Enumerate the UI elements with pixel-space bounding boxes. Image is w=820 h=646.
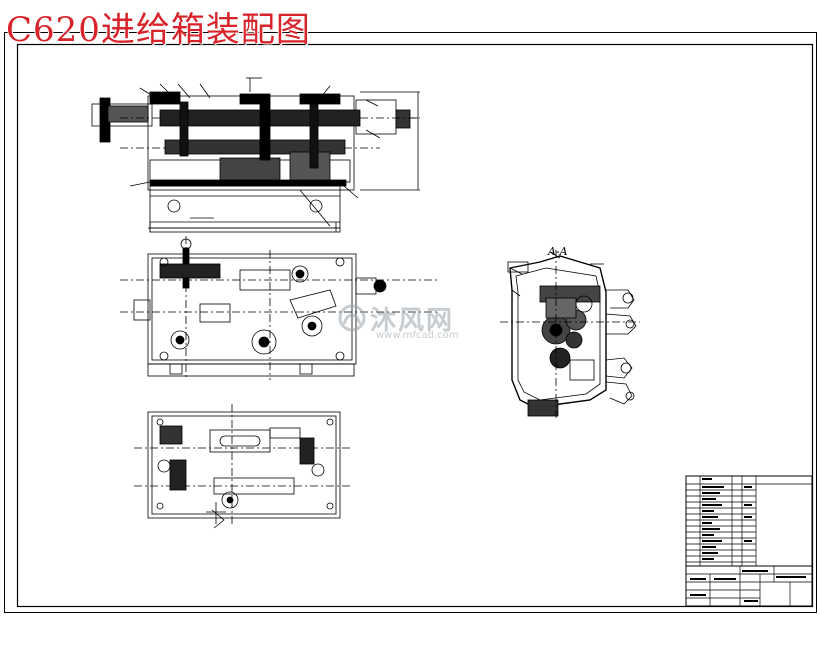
watermark-text: 沐风网 [370,306,455,336]
mfcad-logo-icon [338,304,366,332]
section-label: A-A [547,245,568,258]
front-view [91,77,420,233]
watermark-url: www.mfcad.com [376,330,459,341]
bottom-view [134,404,350,529]
title-block [685,475,813,607]
section-view-a-a [500,250,640,420]
outer-border [4,32,817,613]
title-block-marks [690,478,806,602]
drawing-title: C620进给箱装配图 [6,10,311,50]
inner-border [16,43,814,608]
top-view [120,227,440,380]
watermark: 沐风网 www.mfcad.com [336,300,496,344]
